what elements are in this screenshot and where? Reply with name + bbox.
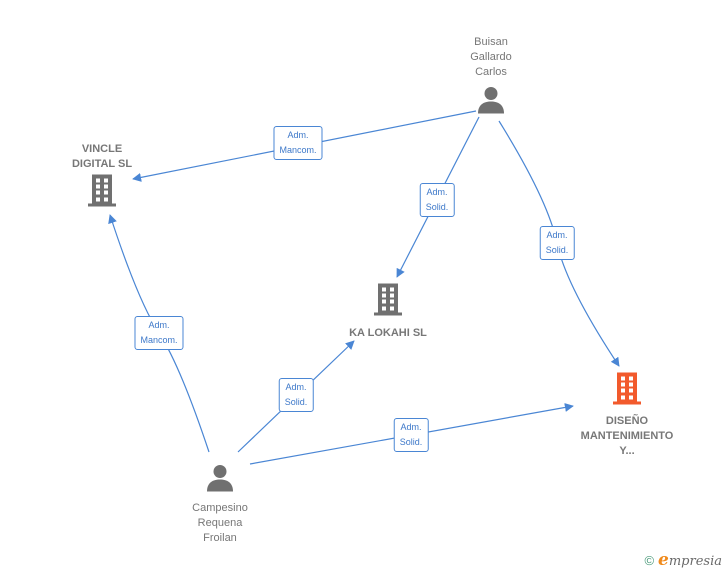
copyright-icon: © bbox=[644, 552, 655, 568]
role-line: Adm. bbox=[426, 187, 448, 197]
role-line: Adm. bbox=[287, 130, 309, 140]
building-icon[interactable] bbox=[86, 173, 118, 214]
role-line: Adm. bbox=[546, 230, 568, 240]
role-type-line: Solid. bbox=[399, 437, 423, 447]
label-line: DIGITAL SL bbox=[71, 158, 133, 170]
empresia-logo: empresia bbox=[658, 550, 722, 570]
label-line: VINCLE bbox=[81, 143, 123, 155]
label-line: Y... bbox=[619, 445, 635, 457]
role-type-line: Solid. bbox=[425, 202, 449, 212]
building-icon[interactable] bbox=[372, 282, 404, 323]
role-line: Adm. bbox=[285, 382, 307, 392]
role-type-line: Solid. bbox=[545, 245, 569, 255]
label-line: Requena bbox=[197, 517, 243, 529]
role-type-line: Mancom. bbox=[279, 145, 317, 155]
label-line: DISEÑO bbox=[605, 415, 649, 427]
person-icon[interactable] bbox=[205, 463, 235, 498]
label-line: KA LOKAHI SL bbox=[349, 327, 427, 339]
building-icon[interactable] bbox=[611, 371, 643, 412]
person-icon[interactable] bbox=[476, 85, 506, 120]
label-line: MANTENIMIENTO bbox=[580, 430, 674, 442]
company-name-label[interactable]: DISEÑO MANTENIMIENTO Y... bbox=[581, 414, 674, 459]
label-line: Froilan bbox=[203, 532, 237, 544]
footer-brand[interactable]: © empresia bbox=[644, 550, 722, 570]
role-type-line: Solid. bbox=[284, 397, 308, 407]
edge-role-label[interactable]: Adm. Mancom. bbox=[134, 316, 184, 350]
label-line: Campesino bbox=[192, 502, 248, 514]
company-name-label[interactable]: KA LOKAHI SL bbox=[349, 326, 427, 341]
edge-role-label[interactable]: Adm. Solid. bbox=[419, 183, 455, 217]
edge-role-label[interactable]: Adm. Solid. bbox=[539, 226, 575, 260]
role-line: Adm. bbox=[400, 422, 422, 432]
edge-role-label[interactable]: Adm. Mancom. bbox=[273, 126, 323, 160]
edge-role-label[interactable]: Adm. Solid. bbox=[278, 378, 314, 412]
company-name-label[interactable]: VINCLE DIGITAL SL bbox=[72, 142, 132, 172]
label-line: Gallardo bbox=[470, 51, 512, 63]
edge-role-label[interactable]: Adm. Solid. bbox=[393, 418, 429, 452]
label-line: Buisan bbox=[474, 36, 508, 48]
label-line: Carlos bbox=[475, 66, 507, 78]
role-line: Adm. bbox=[148, 320, 170, 330]
role-type-line: Mancom. bbox=[140, 335, 178, 345]
